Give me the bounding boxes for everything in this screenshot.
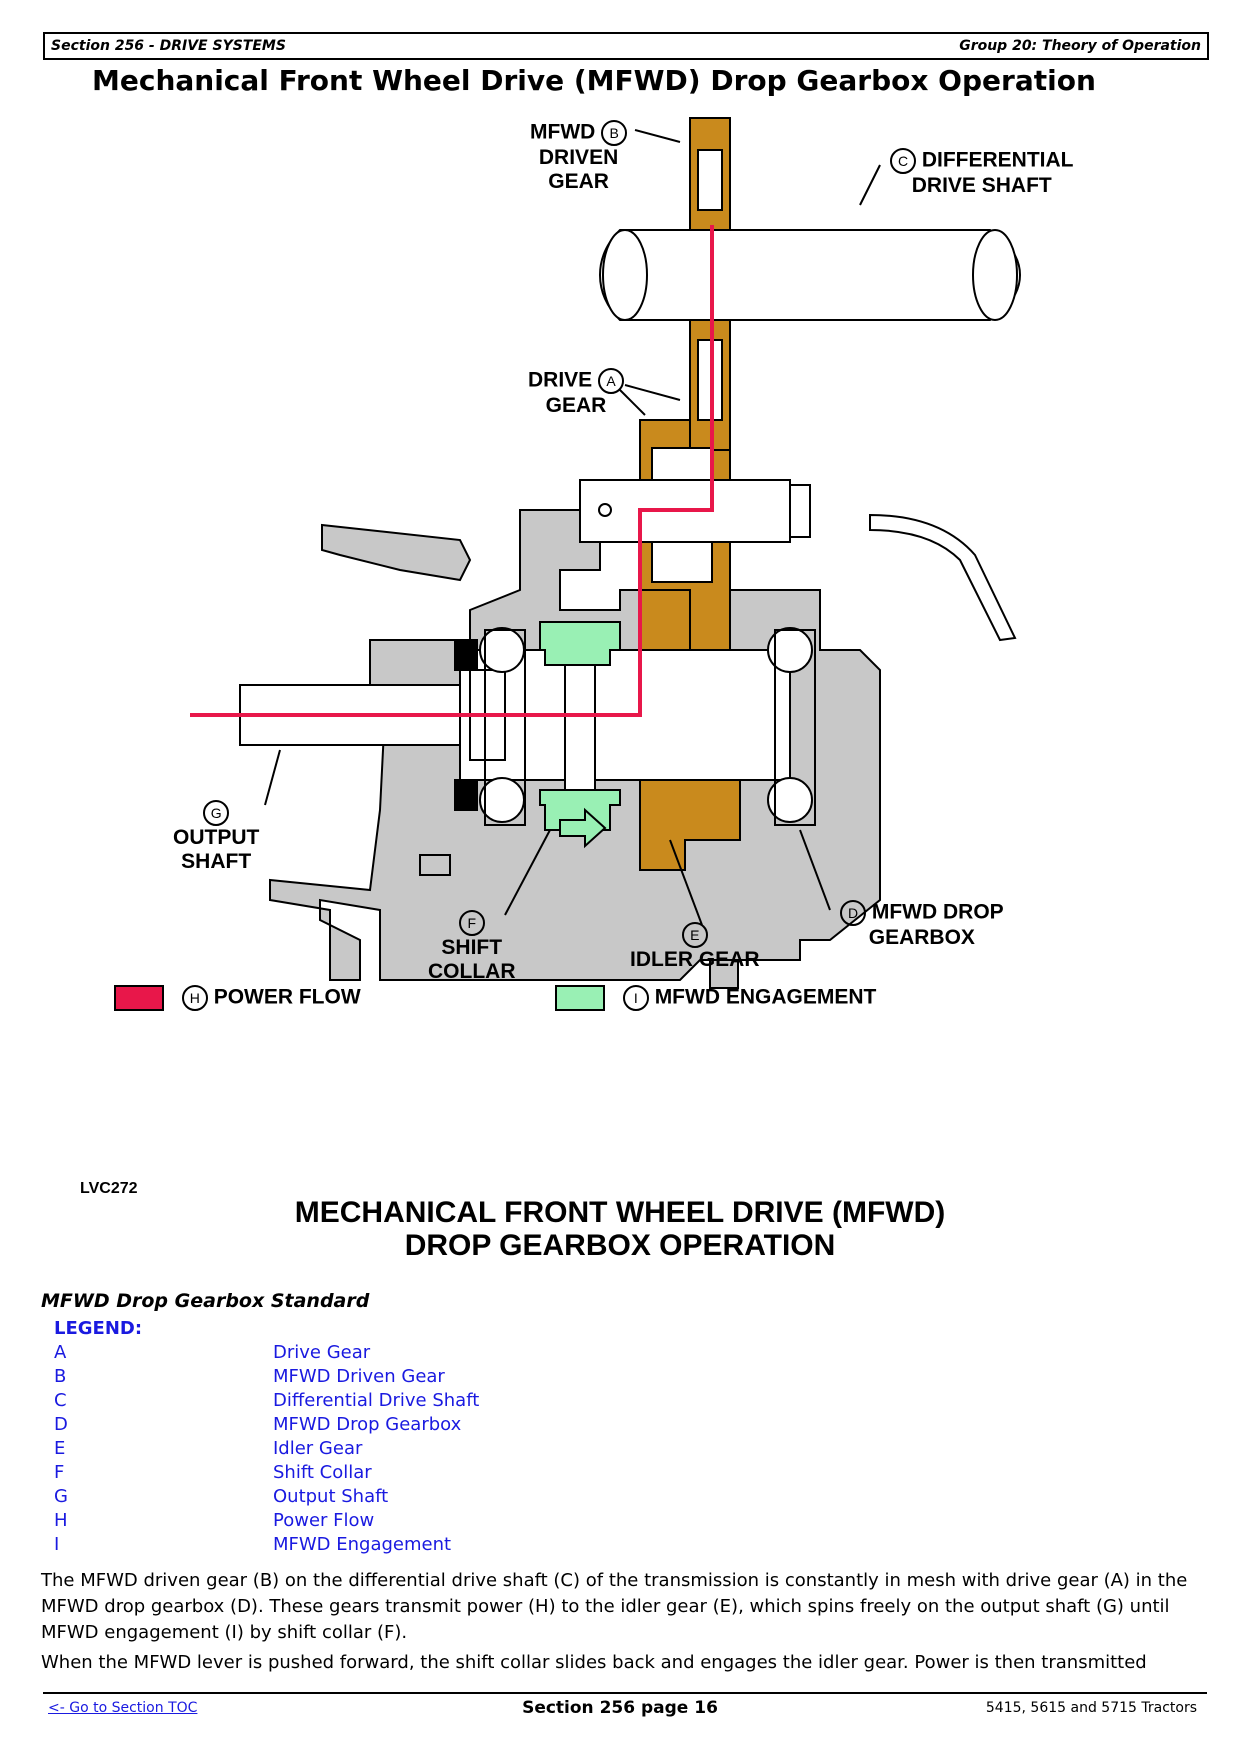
caption-line-1: MECHANICAL FRONT WHEEL DRIVE (MFWD) xyxy=(294,1196,946,1229)
callout-letter-a: A xyxy=(598,368,625,394)
callout-letter-e: E xyxy=(681,922,708,948)
engagement-swatch xyxy=(555,985,605,1011)
callout-g: G OUTPUT SHAFT xyxy=(173,800,259,874)
engagement-arrow xyxy=(559,807,607,849)
header-divider xyxy=(43,58,1207,60)
callout-letter-b: B xyxy=(601,120,628,146)
callout-f: F SHIFT COLLAR xyxy=(428,910,516,984)
footer-divider xyxy=(43,1692,1207,1694)
section-label: Section 256 - DRIVE SYSTEMS xyxy=(51,38,286,54)
figure-id: LVC272 xyxy=(80,1180,138,1197)
power-flow-line xyxy=(190,225,714,717)
subheading: MFWD Drop Gearbox Standard xyxy=(41,1290,370,1312)
callout-letter-d: D xyxy=(840,900,866,926)
callout-letter-i: I xyxy=(622,985,649,1011)
key-power-flow: H POWER FLOW xyxy=(114,985,361,1011)
group-label: Group 20: Theory of Operation xyxy=(959,38,1201,54)
model-list: 5415, 5615 and 5715 Tractors xyxy=(985,1700,1197,1716)
body-paragraph-1: The MFWD driven gear (B) on the differen… xyxy=(41,1570,1188,1643)
callout-e: E IDLER GEAR xyxy=(630,922,760,972)
section-toc-link[interactable]: <- Go to Section TOC xyxy=(48,1700,198,1716)
legend-title: LEGEND: xyxy=(54,1318,143,1339)
page-number: Section 256 page 16 xyxy=(522,1698,718,1718)
callout-letter-g: G xyxy=(203,800,230,826)
shift-collar-top xyxy=(539,621,621,666)
power-flow-swatch xyxy=(114,985,164,1011)
page-title: Mechanical Front Wheel Drive (MFWD) Drop… xyxy=(92,64,1096,97)
callout-letter-h: H xyxy=(181,985,208,1011)
linkage-rod xyxy=(869,513,1017,642)
callout-c: C DIFFERENTIAL DRIVE SHAFT xyxy=(890,148,1074,198)
callout-d: D MFWD DROP GEARBOX xyxy=(840,900,1004,950)
key-mfwd-engagement: I MFWD ENGAGEMENT xyxy=(555,985,876,1011)
callout-letter-f: F xyxy=(458,910,485,936)
callout-letter-c: C xyxy=(890,148,916,174)
gearbox-diagram: MFWD B DRIVEN GEAR C DIFFERENTIAL DRIVE … xyxy=(40,110,1200,1260)
housing-ear xyxy=(321,523,472,582)
differential-drive-shaft xyxy=(598,229,1022,321)
callout-b: MFWD B DRIVEN GEAR xyxy=(530,120,628,194)
gearbox-illustration xyxy=(190,117,1022,989)
caption-line-2: DROP GEARBOX OPERATION xyxy=(404,1229,836,1262)
callout-a: DRIVE A GEAR xyxy=(528,368,625,418)
page-header: Section 256 - DRIVE SYSTEMS Group 20: Th… xyxy=(43,32,1209,60)
figure-caption: MECHANICAL FRONT WHEEL DRIVE (MFWD) DROP… xyxy=(0,1196,1240,1262)
body-paragraph-2: When the MFWD lever is pushed forward, t… xyxy=(41,1652,1147,1673)
